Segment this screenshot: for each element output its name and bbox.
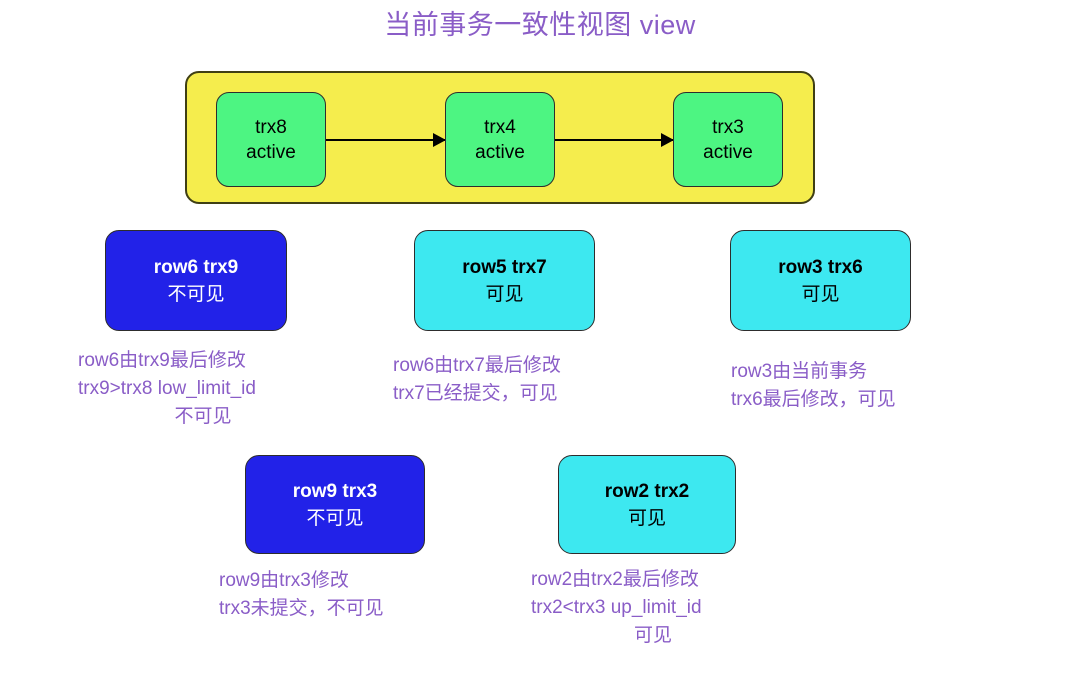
row-version-label: row3 trx6 — [778, 256, 863, 278]
caption-line: trx2<trx3 up_limit_id — [531, 597, 702, 618]
row-caption-row5-trx7: row6由trx7最后修改 trx7已经提交，可见 — [393, 352, 629, 408]
active-transaction-box-trx3: trx3 active — [673, 92, 783, 187]
row-version-box-row9-trx3: row9 trx3 不可见 — [245, 455, 425, 554]
row-visibility-label: 不可见 — [167, 283, 225, 305]
row-version-label: row6 trx9 — [153, 256, 239, 278]
arrow-head-icon — [433, 133, 446, 147]
row-visibility-label: 不可见 — [306, 507, 364, 529]
row-version-box-row6-trx9: row6 trx9 不可见 — [105, 230, 287, 331]
transaction-state: active — [475, 141, 525, 163]
row-version-label: row2 trx2 — [604, 480, 690, 502]
transaction-state: active — [703, 141, 753, 163]
row-version-label: row5 trx7 — [462, 256, 547, 278]
row-version-box-row3-trx6: row3 trx6 可见 — [730, 230, 911, 331]
caption-line: row3由当前事务 — [731, 361, 868, 382]
arrow-shaft — [555, 139, 673, 141]
transaction-id: trx3 — [712, 116, 744, 138]
row-caption-row6-trx9: row6由trx9最后修改 trx9>trx8 low_limit_id 不可见 — [78, 347, 328, 431]
row-visibility-label: 可见 — [485, 283, 524, 305]
caption-line: trx3未提交，不可见 — [219, 598, 384, 619]
caption-line: row9由trx3修改 — [219, 570, 349, 591]
row-visibility-label: 可见 — [801, 283, 840, 305]
caption-line: 不可见 — [174, 406, 232, 427]
caption-line: trx7已经提交，可见 — [393, 383, 558, 404]
caption-line: 可见 — [633, 625, 672, 646]
caption-line: trx6最后修改，可见 — [731, 389, 896, 410]
active-transaction-box-trx4: trx4 active — [445, 92, 555, 187]
row-visibility-label: 可见 — [627, 507, 666, 529]
arrow-head-icon — [661, 133, 674, 147]
caption-line: trx9>trx8 low_limit_id — [78, 378, 256, 399]
active-transaction-view-container: trx8 active trx4 active trx3 active — [185, 71, 815, 204]
caption-line: row2由trx2最后修改 — [531, 569, 699, 590]
arrow-trx8-to-trx4 — [326, 133, 446, 147]
active-transaction-box-trx8: trx8 active — [216, 92, 326, 187]
transaction-id: trx4 — [484, 116, 516, 138]
page-title: 当前事务一致性视图 view — [384, 10, 696, 40]
arrow-trx4-to-trx3 — [555, 133, 674, 147]
row-caption-row9-trx3: row9由trx3修改 trx3未提交，不可见 — [219, 567, 457, 623]
transaction-id: trx8 — [255, 116, 287, 138]
caption-line: row6由trx7最后修改 — [393, 355, 561, 376]
caption-line: row6由trx9最后修改 — [78, 350, 246, 371]
row-version-box-row2-trx2: row2 trx2 可见 — [558, 455, 736, 554]
row-caption-row3-trx6: row3由当前事务 trx6最后修改，可见 — [731, 358, 947, 414]
transaction-state: active — [246, 141, 296, 163]
row-version-label: row9 trx3 — [292, 480, 378, 502]
arrow-shaft — [326, 139, 445, 141]
row-version-box-row5-trx7: row5 trx7 可见 — [414, 230, 595, 331]
row-caption-row2-trx2: row2由trx2最后修改 trx2<trx3 up_limit_id 可见 — [531, 566, 775, 650]
